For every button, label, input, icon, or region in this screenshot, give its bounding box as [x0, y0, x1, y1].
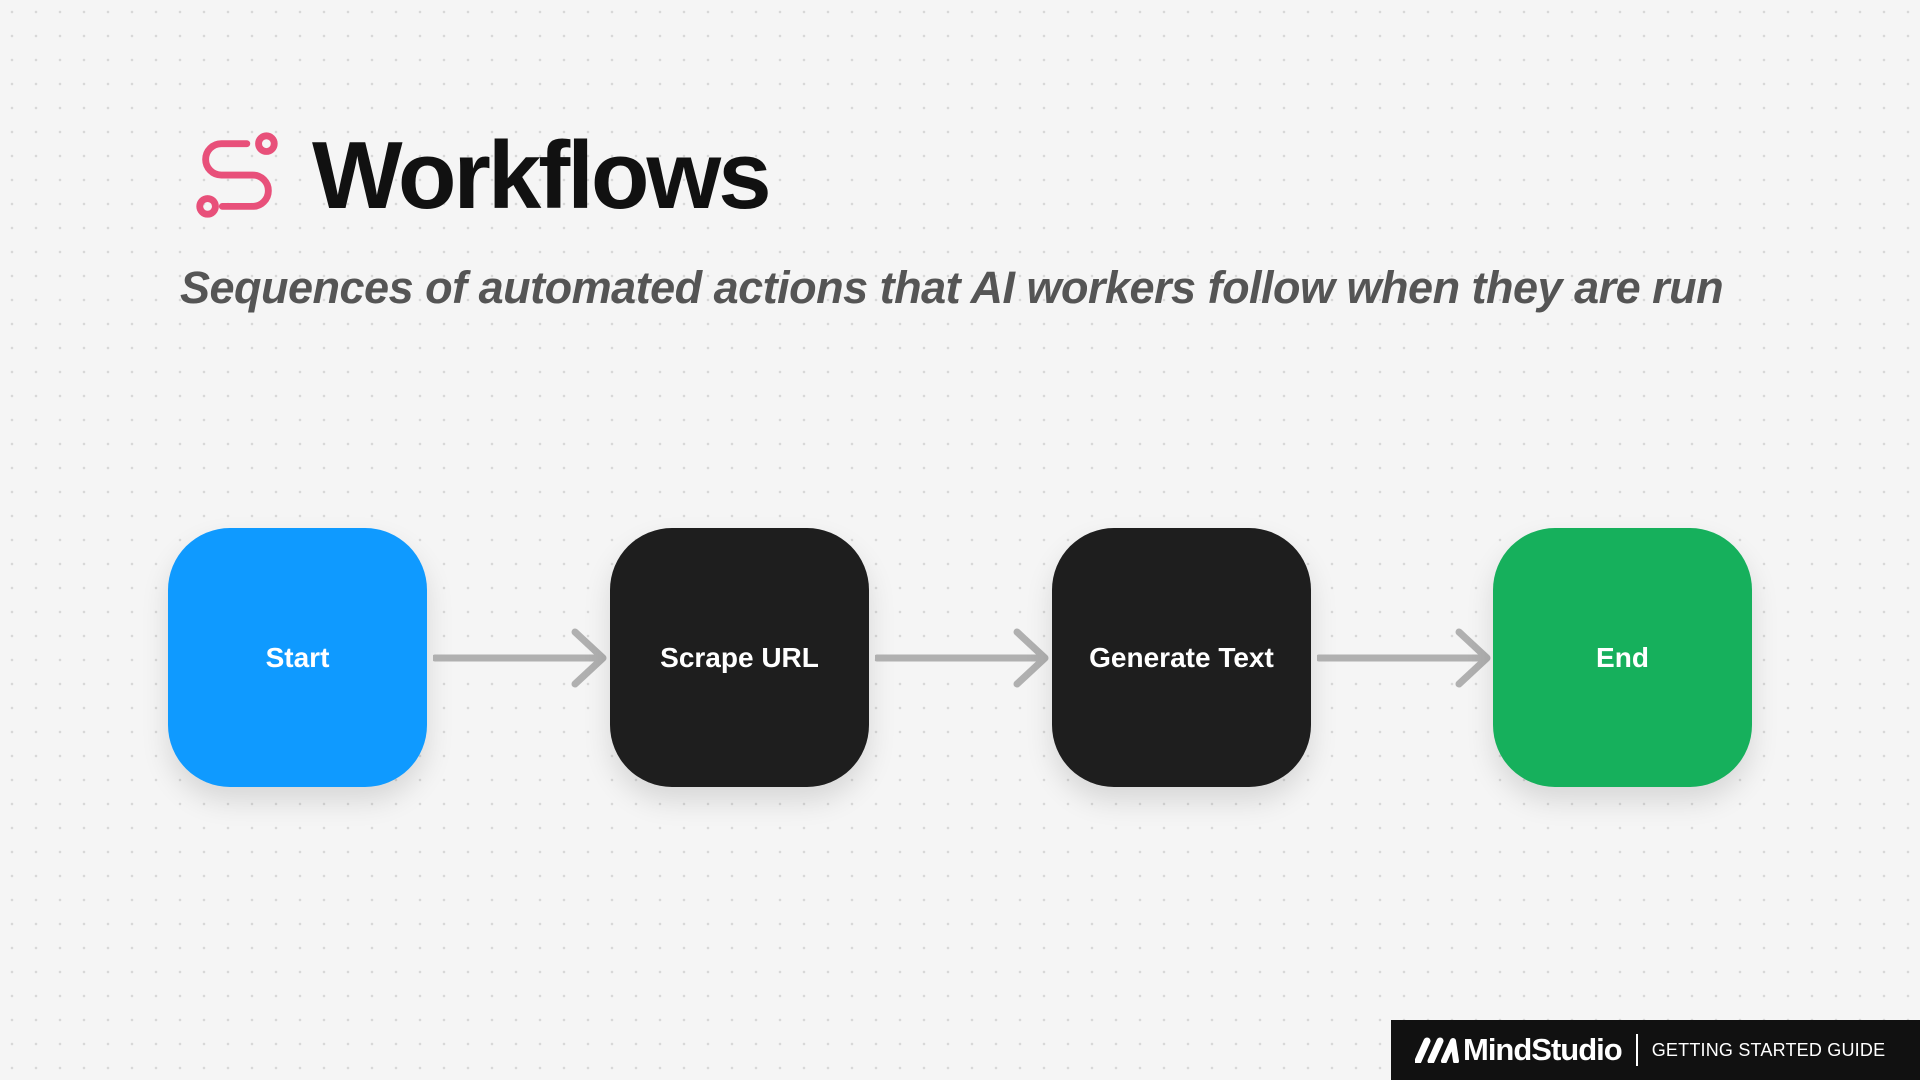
guide-label: GETTING STARTED GUIDE [1651, 1039, 1886, 1060]
workflow-route-icon [196, 132, 278, 218]
page-title: Workflows [312, 122, 772, 229]
flow-node-generate-text[interactable]: Generate Text [1052, 528, 1311, 787]
node-label: Generate Text [1089, 641, 1274, 673]
flow-node-scrape-url[interactable]: Scrape URL [610, 528, 869, 787]
arrow-right-icon [875, 628, 1049, 688]
node-label: Scrape URL [660, 641, 819, 673]
arrow-right-icon [1317, 628, 1491, 688]
arrow-right-icon [433, 628, 607, 688]
node-label: Start [265, 641, 330, 673]
brand-divider [1635, 1034, 1638, 1066]
mindstudio-logo-icon [1415, 1037, 1459, 1063]
flow-node-end[interactable]: End [1493, 528, 1752, 787]
brand-name: MindStudio [1463, 1032, 1623, 1067]
flow-node-start[interactable]: Start [168, 528, 427, 787]
node-label: End [1596, 641, 1649, 673]
header: Workflows [188, 120, 772, 232]
footer-brand: MindStudio GETTING STARTED GUIDE [1391, 1020, 1920, 1080]
page-subtitle: Sequences of automated actions that AI w… [180, 262, 1724, 313]
